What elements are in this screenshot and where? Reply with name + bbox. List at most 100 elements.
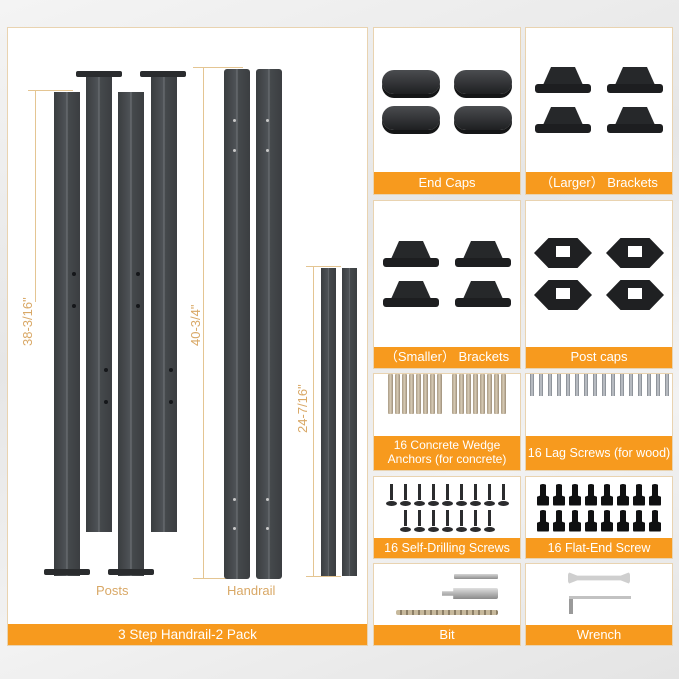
short-rail-dimension-line (313, 266, 314, 576)
bolt-icon (537, 509, 549, 532)
handrail-hole (266, 498, 269, 501)
bolt-icon (633, 483, 645, 506)
wrench-label: Wrench (526, 625, 672, 645)
posts-height-label: 38-3/16" (20, 297, 35, 346)
end-caps-label: End Caps (374, 172, 520, 194)
handrail-caption: Handrail (227, 583, 276, 598)
handrail-dimension-top-tick (193, 67, 243, 68)
screw-icon (469, 483, 481, 506)
short-rail-2 (342, 268, 357, 576)
post-hole (136, 272, 140, 276)
short-rail-1 (321, 268, 336, 576)
end-caps-image (374, 28, 520, 172)
kit-title-bar: 3 Step Handrail-2 Pack (8, 624, 367, 645)
lag-screw-icon (547, 374, 552, 396)
screw-icon (497, 483, 509, 506)
hex-key-arm (569, 596, 631, 599)
lag-screw-icon (655, 374, 660, 396)
part-card-self-drilling-screws: 16 Self-Drilling Screws (373, 476, 521, 559)
anchor-icon (395, 374, 400, 414)
post-4 (151, 75, 177, 532)
post-hole (104, 368, 108, 372)
screw-icon (427, 509, 439, 532)
anchor-icon (487, 374, 492, 414)
concrete-anchors-label: 16 Concrete Wedge Anchors (for concrete) (374, 436, 520, 470)
post-hole (72, 272, 76, 276)
bracket-icon (455, 281, 511, 307)
handrail-dimension-bottom-tick (193, 578, 243, 579)
smaller-brackets-image (374, 201, 520, 347)
bolt-icon (553, 509, 565, 532)
lag-screw-icon (628, 374, 633, 396)
smaller-brackets-label: （Smaller） Brackets (374, 347, 520, 368)
self-drilling-screws-image (374, 477, 520, 538)
lag-screw-icon (637, 374, 642, 396)
anchor-icon (430, 374, 435, 414)
handrail-hole (233, 527, 236, 530)
lag-screw-icon (538, 374, 543, 396)
post-2 (86, 75, 112, 532)
anchor-icon (402, 374, 407, 414)
bolt-icon (617, 483, 629, 506)
end-cap-icon (382, 70, 440, 94)
handrail-length-label: 40-3/4" (188, 304, 203, 346)
handrail-hole (266, 119, 269, 122)
screw-icon (399, 483, 411, 506)
bolt-icon (569, 509, 581, 532)
bracket-icon (455, 241, 511, 267)
posts-dimension-line (35, 90, 36, 302)
handrail-hole (266, 527, 269, 530)
post-3 (118, 92, 144, 576)
end-cap-icon (382, 106, 440, 130)
post-hole (104, 400, 108, 404)
self-drilling-screws-label: 16 Self-Drilling Screws (374, 538, 520, 558)
post-1 (54, 92, 80, 576)
part-card-larger-brackets: （Larger） Brackets (525, 27, 673, 195)
screw-icon (483, 483, 495, 506)
post-top-plate-2 (76, 71, 122, 77)
anchor-icon (409, 374, 414, 414)
post-cap-icon (534, 238, 592, 268)
bracket-icon (607, 67, 663, 93)
handrail-2 (256, 69, 282, 579)
bolt-icon (649, 509, 661, 532)
post-top-plate-4 (140, 71, 186, 77)
post-cap-icon (606, 280, 664, 310)
handrail-hole (266, 149, 269, 152)
screw-icon (427, 483, 439, 506)
post-caps-image (526, 201, 672, 347)
short-rail-dimension-bottom-tick (306, 576, 341, 577)
lag-screw-icon (574, 374, 579, 396)
lag-screws-label: 16 Lag Screws (for wood) (526, 436, 672, 470)
short-rail-dimension-top-tick (306, 266, 341, 267)
lag-screw-icon (619, 374, 624, 396)
screw-icon (469, 509, 481, 532)
anchor-icon (466, 374, 471, 414)
anchor-icon (423, 374, 428, 414)
part-card-wrench: Wrench (525, 563, 673, 646)
post-hole (72, 304, 76, 308)
screw-icon (399, 509, 411, 532)
lag-screw-icon (664, 374, 669, 396)
end-cap-icon (454, 106, 512, 130)
anchor-icon (452, 374, 457, 414)
part-card-post-caps: Post caps (525, 200, 673, 369)
lag-screw-icon (592, 374, 597, 396)
anchor-icon (480, 374, 485, 414)
short-rail-length-label: 24-7/16" (295, 384, 310, 433)
lag-screw-icon (529, 374, 534, 396)
post-cap-icon (534, 280, 592, 310)
lag-screw-icon (601, 374, 606, 396)
anchor-icon (501, 374, 506, 414)
bracket-icon (535, 107, 591, 133)
anchor-icon (437, 374, 442, 414)
post-base-plate-3 (108, 569, 154, 575)
lag-screw-icon (583, 374, 588, 396)
bit-label: Bit (374, 625, 520, 645)
handrail-kit-panel: 38-3/16" Posts 40-3/4" Handrail 24-7/16"… (7, 27, 368, 646)
lag-screws-image (526, 374, 672, 436)
part-card-lag-screws: 16 Lag Screws (for wood) (525, 373, 673, 471)
handrail-1 (224, 69, 250, 579)
screw-icon (441, 483, 453, 506)
nut-driver-icon (442, 588, 498, 599)
